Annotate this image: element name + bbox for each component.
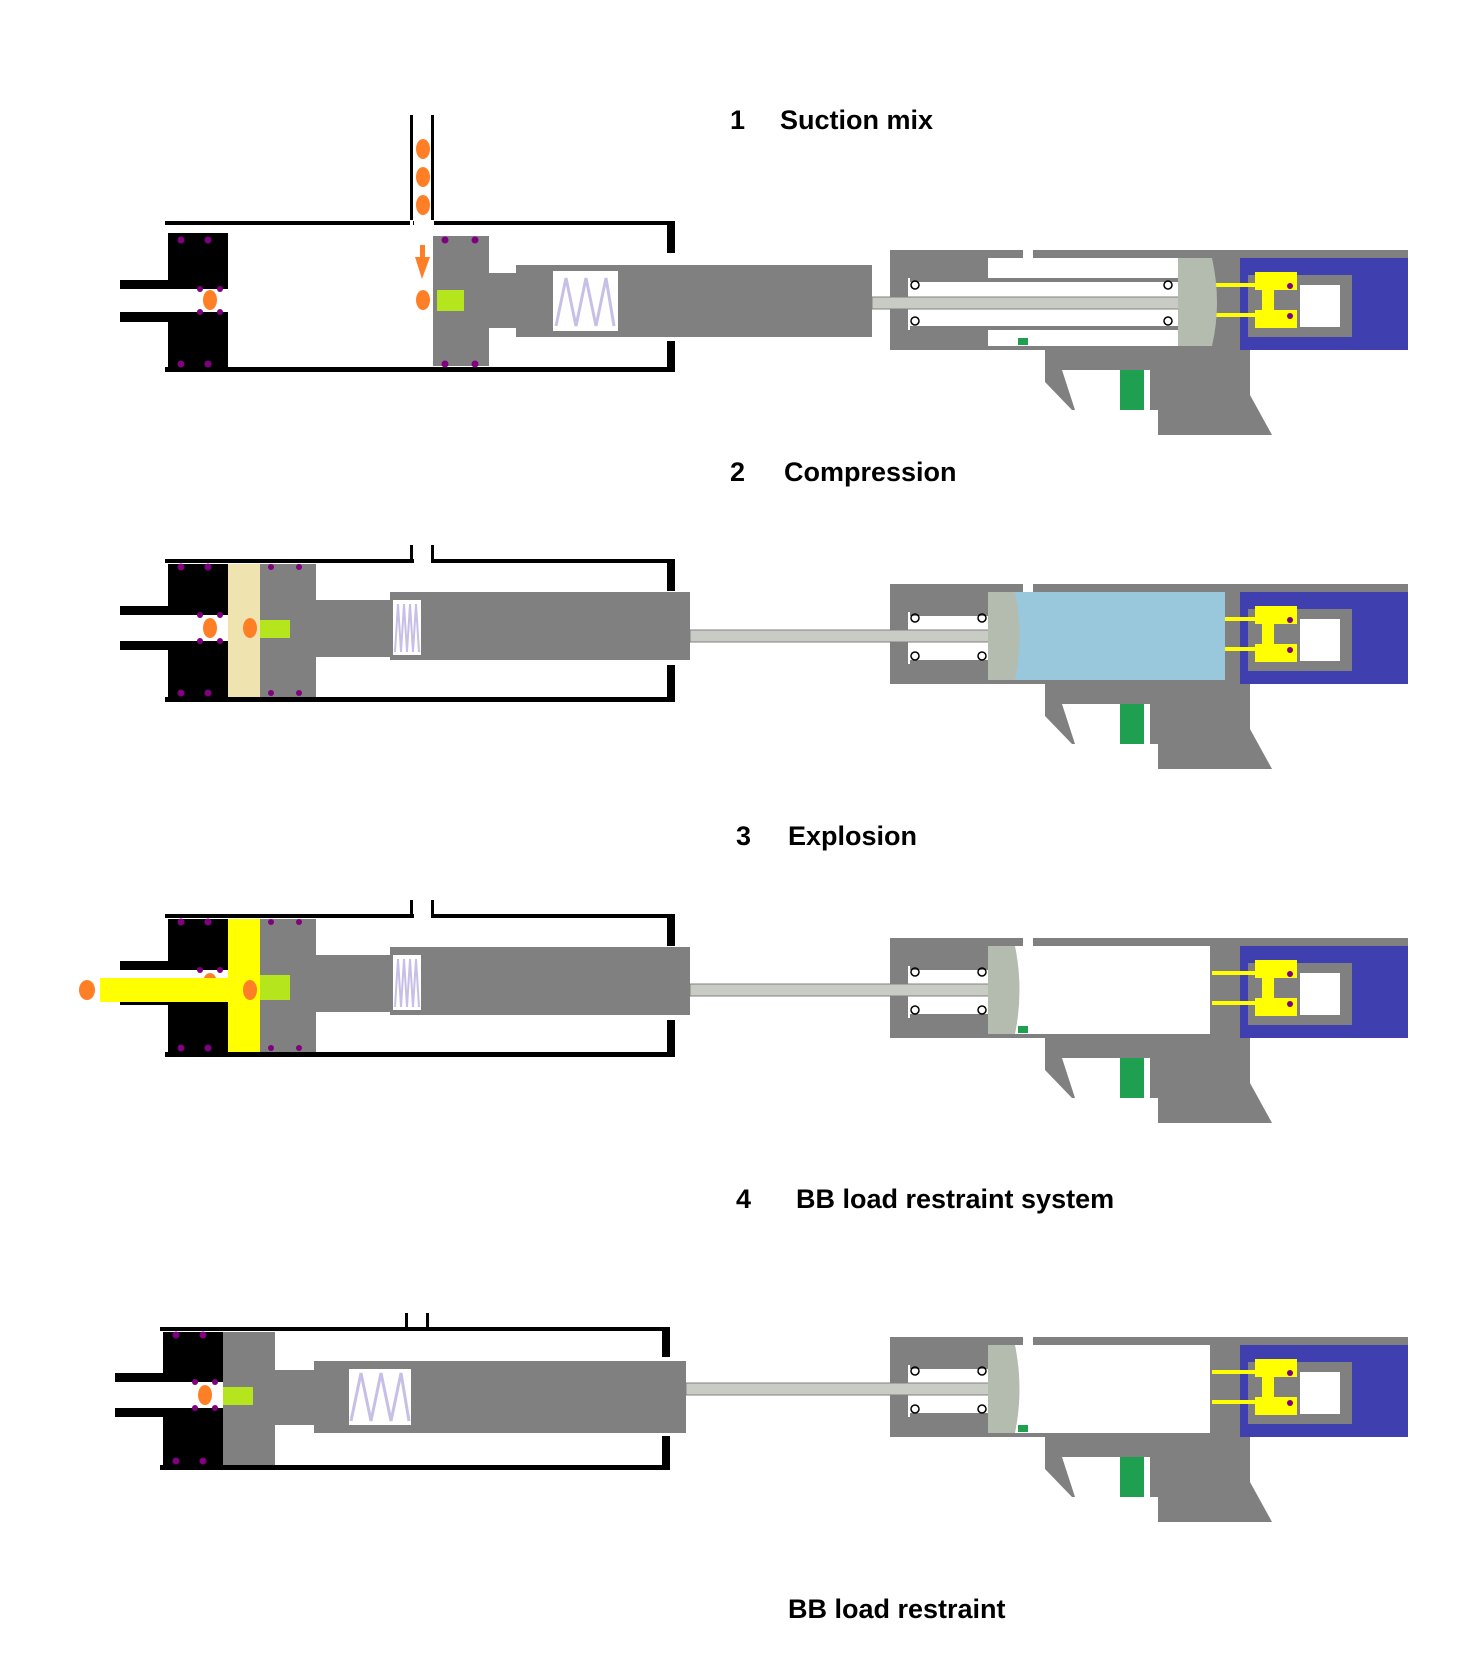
- bottom-caption: BB load restraint: [788, 1594, 1006, 1624]
- stage-4-diagram: [115, 1313, 1408, 1522]
- stage-3-bolt-rod: [689, 983, 991, 997]
- stage-4-title: BB load restraint system: [796, 1184, 1114, 1214]
- stage-3-title: Explosion: [788, 821, 917, 851]
- stage-4-gun-body: [890, 1337, 1408, 1522]
- stage-3-ejected-bb: [79, 980, 95, 1000]
- stage-2-title: Compression: [784, 457, 957, 487]
- stage-3-number: 3: [736, 821, 751, 851]
- stage-2-bolt-rod: [689, 629, 991, 643]
- stage-3-gun-body: [890, 938, 1408, 1123]
- stage-2-cylinder: [119, 544, 691, 703]
- stage-2-number: 2: [730, 457, 745, 487]
- stage-3-exhaust-flame: [100, 978, 258, 1002]
- stage-2-expansion-chamber: [1015, 592, 1225, 680]
- stage-4-bolt-rod: [685, 1382, 991, 1396]
- stage-1-title: Suction mix: [780, 105, 933, 135]
- stage-1-cylinder: [118, 113, 874, 374]
- stage-1-number: 1: [730, 105, 745, 135]
- stage-4-number: 4: [736, 1184, 751, 1214]
- stage-2-bolt-head: [988, 592, 1020, 680]
- stage-2-diagram: [119, 544, 1408, 769]
- stage-1-bolt-head: [1178, 258, 1217, 346]
- stage-4-bolt-head: [988, 1345, 1020, 1433]
- stage-3-diagram: [79, 899, 1408, 1123]
- stage-1-gun-body: [890, 250, 1408, 435]
- stage-3-bolt-head: [988, 946, 1020, 1034]
- stage-1-bolt-rod: [871, 296, 1193, 310]
- stage-1-diagram: [118, 113, 1408, 435]
